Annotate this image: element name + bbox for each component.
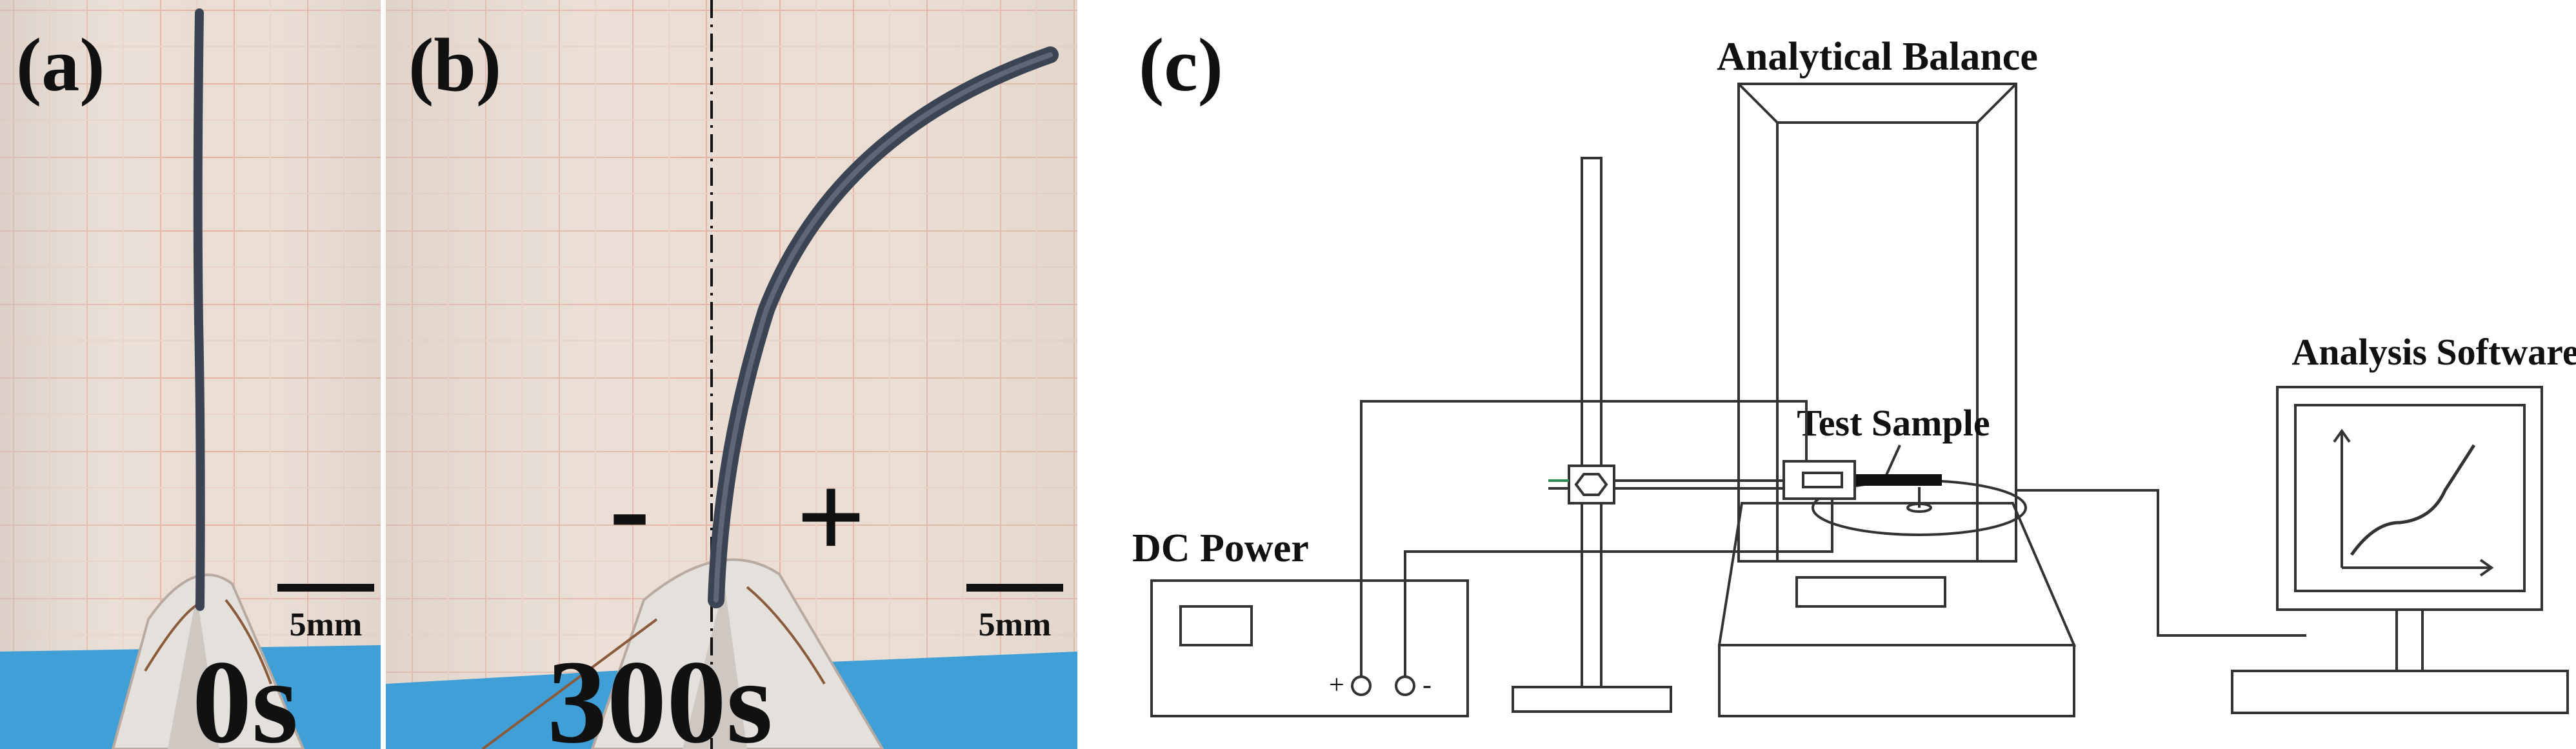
scale-bar: [277, 584, 374, 592]
panel-c-schematic: (c) Analytical Balance Test Sample: [1090, 0, 2576, 749]
scale-bar: [966, 584, 1063, 592]
panel-b-label: (b): [408, 23, 501, 107]
sample-label: Test Sample: [1797, 402, 1990, 444]
power-label: DC Power: [1132, 526, 1309, 570]
minus-sign: -: [609, 440, 650, 575]
test-sample: Test Sample: [1782, 402, 1990, 500]
analysis-computer: Analysis Software: [2231, 331, 2576, 714]
wires: [1360, 400, 2306, 677]
analytical-balance: Analytical Balance: [1717, 35, 2077, 717]
dc-power-supply: DC Power + -: [1132, 526, 1469, 717]
scale-label: 5mm: [979, 606, 1052, 643]
retort-stand: [1512, 157, 1784, 713]
actuator-strip-straight: [193, 8, 205, 611]
time-label-0s: 0s: [192, 636, 299, 749]
clamp: [111, 574, 305, 749]
balance-label: Analytical Balance: [1717, 35, 2038, 79]
panel-a-label: (a): [16, 23, 105, 107]
panel-b-svg: - + 5mm (b) 300s: [386, 0, 1077, 749]
panel-c-svg: (c) Analytical Balance Test Sample: [1132, 23, 2576, 717]
software-label: Analysis Software: [2291, 331, 2576, 373]
scale-label: 5mm: [290, 606, 363, 643]
panel-a-photo: 5mm (a) 0s: [0, 0, 381, 749]
terminal-minus-knob: [1395, 675, 1415, 696]
terminal-plus: +: [1329, 670, 1344, 700]
plus-sign: +: [796, 450, 866, 585]
terminal-minus: -: [1423, 670, 1432, 700]
panel-b-photo: - + 5mm (b) 300s: [386, 0, 1077, 749]
panel-a-svg: 5mm (a) 0s: [0, 0, 381, 749]
terminal-plus-knob: [1351, 675, 1372, 696]
panel-c-label: (c): [1139, 23, 1223, 107]
time-label-300s: 300s: [547, 636, 773, 749]
